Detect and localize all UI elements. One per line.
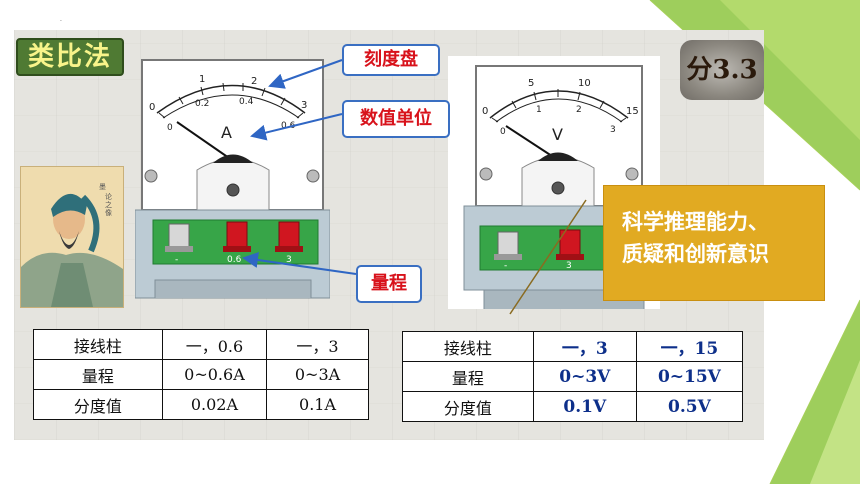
tiny-mark: · — [60, 18, 62, 25]
ammeter-terminal-0.6: 0.6 — [227, 255, 242, 265]
callout-dial: 刻度盘 — [342, 44, 440, 76]
voltmeter-scale-bottom-1: 1 — [536, 105, 542, 115]
table-cell: 一，3 — [266, 329, 369, 360]
ammeter-table: 接线柱 一，0.6 一，3 量程 0~0.6A 0~3A 分度值 0.02A 0… — [33, 329, 369, 420]
table-row: 分度值 0.02A 0.1A — [33, 389, 369, 420]
table-cell: 0~3V — [532, 361, 637, 392]
competency-highlight-box: 科学推理能力、 质疑和创新意识 — [603, 185, 825, 301]
voltmeter-terminal-minus: - — [504, 261, 507, 271]
voltmeter-scale-bottom-3: 3 — [610, 125, 616, 135]
ammeter: 0 1 2 3 0 0.2 0.4 0.6 A - 0.6 3 — [135, 59, 330, 299]
voltmeter-scale-bottom-2: 2 — [576, 105, 582, 115]
voltmeter-scale-top-0: 0 — [482, 106, 488, 117]
ammeter-scale-top-1: 1 — [199, 74, 205, 85]
scholar-portrait: 墨 论 之 像 — [20, 166, 124, 308]
table-cell: 0.1V — [532, 391, 637, 422]
voltmeter-scale-bottom-0: 0 — [500, 127, 506, 137]
ammeter-unit: A — [221, 123, 232, 142]
table-cell: 0~3A — [266, 359, 369, 390]
table-cell: 0~15V — [635, 361, 744, 392]
table-cell: 接线柱 — [402, 331, 534, 362]
table-cell: 分度值 — [33, 389, 163, 420]
callout-range: 量程 — [356, 265, 422, 303]
ammeter-terminal-minus: - — [175, 255, 178, 265]
table-row: 量程 0~3V 0~15V — [402, 361, 744, 392]
table-cell: 量程 — [33, 359, 163, 390]
svg-text:论: 论 — [105, 192, 112, 201]
table-cell: 一，3 — [532, 331, 637, 362]
table-row: 接线柱 一，3 一，15 — [402, 331, 744, 362]
ammeter-scale-top-3: 3 — [301, 100, 307, 111]
table-cell: 一，15 — [635, 331, 744, 362]
table-cell: 0.02A — [161, 389, 268, 420]
voltmeter-table: 接线柱 一，3 一，15 量程 0~3V 0~15V 分度值 0.1V 0.5V — [402, 331, 744, 422]
svg-text:像: 像 — [105, 208, 112, 217]
voltmeter-terminal-3: 3 — [566, 261, 572, 271]
table-row: 量程 0~0.6A 0~3A — [33, 359, 369, 390]
table-cell: 一，0.6 — [161, 329, 268, 360]
ammeter-scale-bottom-1: 0.2 — [195, 99, 209, 109]
table-cell: 0.5V — [635, 391, 744, 422]
table-cell: 量程 — [402, 361, 534, 392]
ammeter-scale-bottom-3: 0.6 — [281, 121, 296, 131]
ammeter-terminal-3: 3 — [286, 255, 292, 265]
ammeter-scale-bottom-0: 0 — [167, 123, 173, 133]
table-row: 分度值 0.1V 0.5V — [402, 391, 744, 422]
method-title: 类比法 — [16, 38, 124, 76]
callout-unit: 数值单位 — [342, 100, 450, 138]
table-row: 接线柱 一，0.6 一，3 — [33, 329, 369, 360]
voltmeter-scale-top-1: 5 — [528, 78, 534, 89]
ammeter-scale-top-0: 0 — [149, 102, 155, 113]
voltmeter-scale-top-3: 15 — [626, 106, 639, 117]
table-cell: 0~0.6A — [161, 359, 268, 390]
ammeter-scale-top-2: 2 — [251, 76, 257, 87]
highlight-line-2: 质疑和创新意识 — [622, 242, 769, 266]
table-cell: 0.1A — [266, 389, 369, 420]
svg-text:墨: 墨 — [99, 183, 106, 191]
ammeter-scale-bottom-2: 0.4 — [239, 97, 254, 107]
table-cell: 接线柱 — [33, 329, 163, 360]
score-badge: 分3.3 — [680, 40, 764, 100]
highlight-line-1: 科学推理能力、 — [622, 210, 769, 234]
voltmeter-scale-top-2: 10 — [578, 78, 591, 89]
svg-text:之: 之 — [105, 200, 112, 209]
voltmeter-unit: V — [552, 125, 563, 144]
table-cell: 分度值 — [402, 391, 534, 422]
